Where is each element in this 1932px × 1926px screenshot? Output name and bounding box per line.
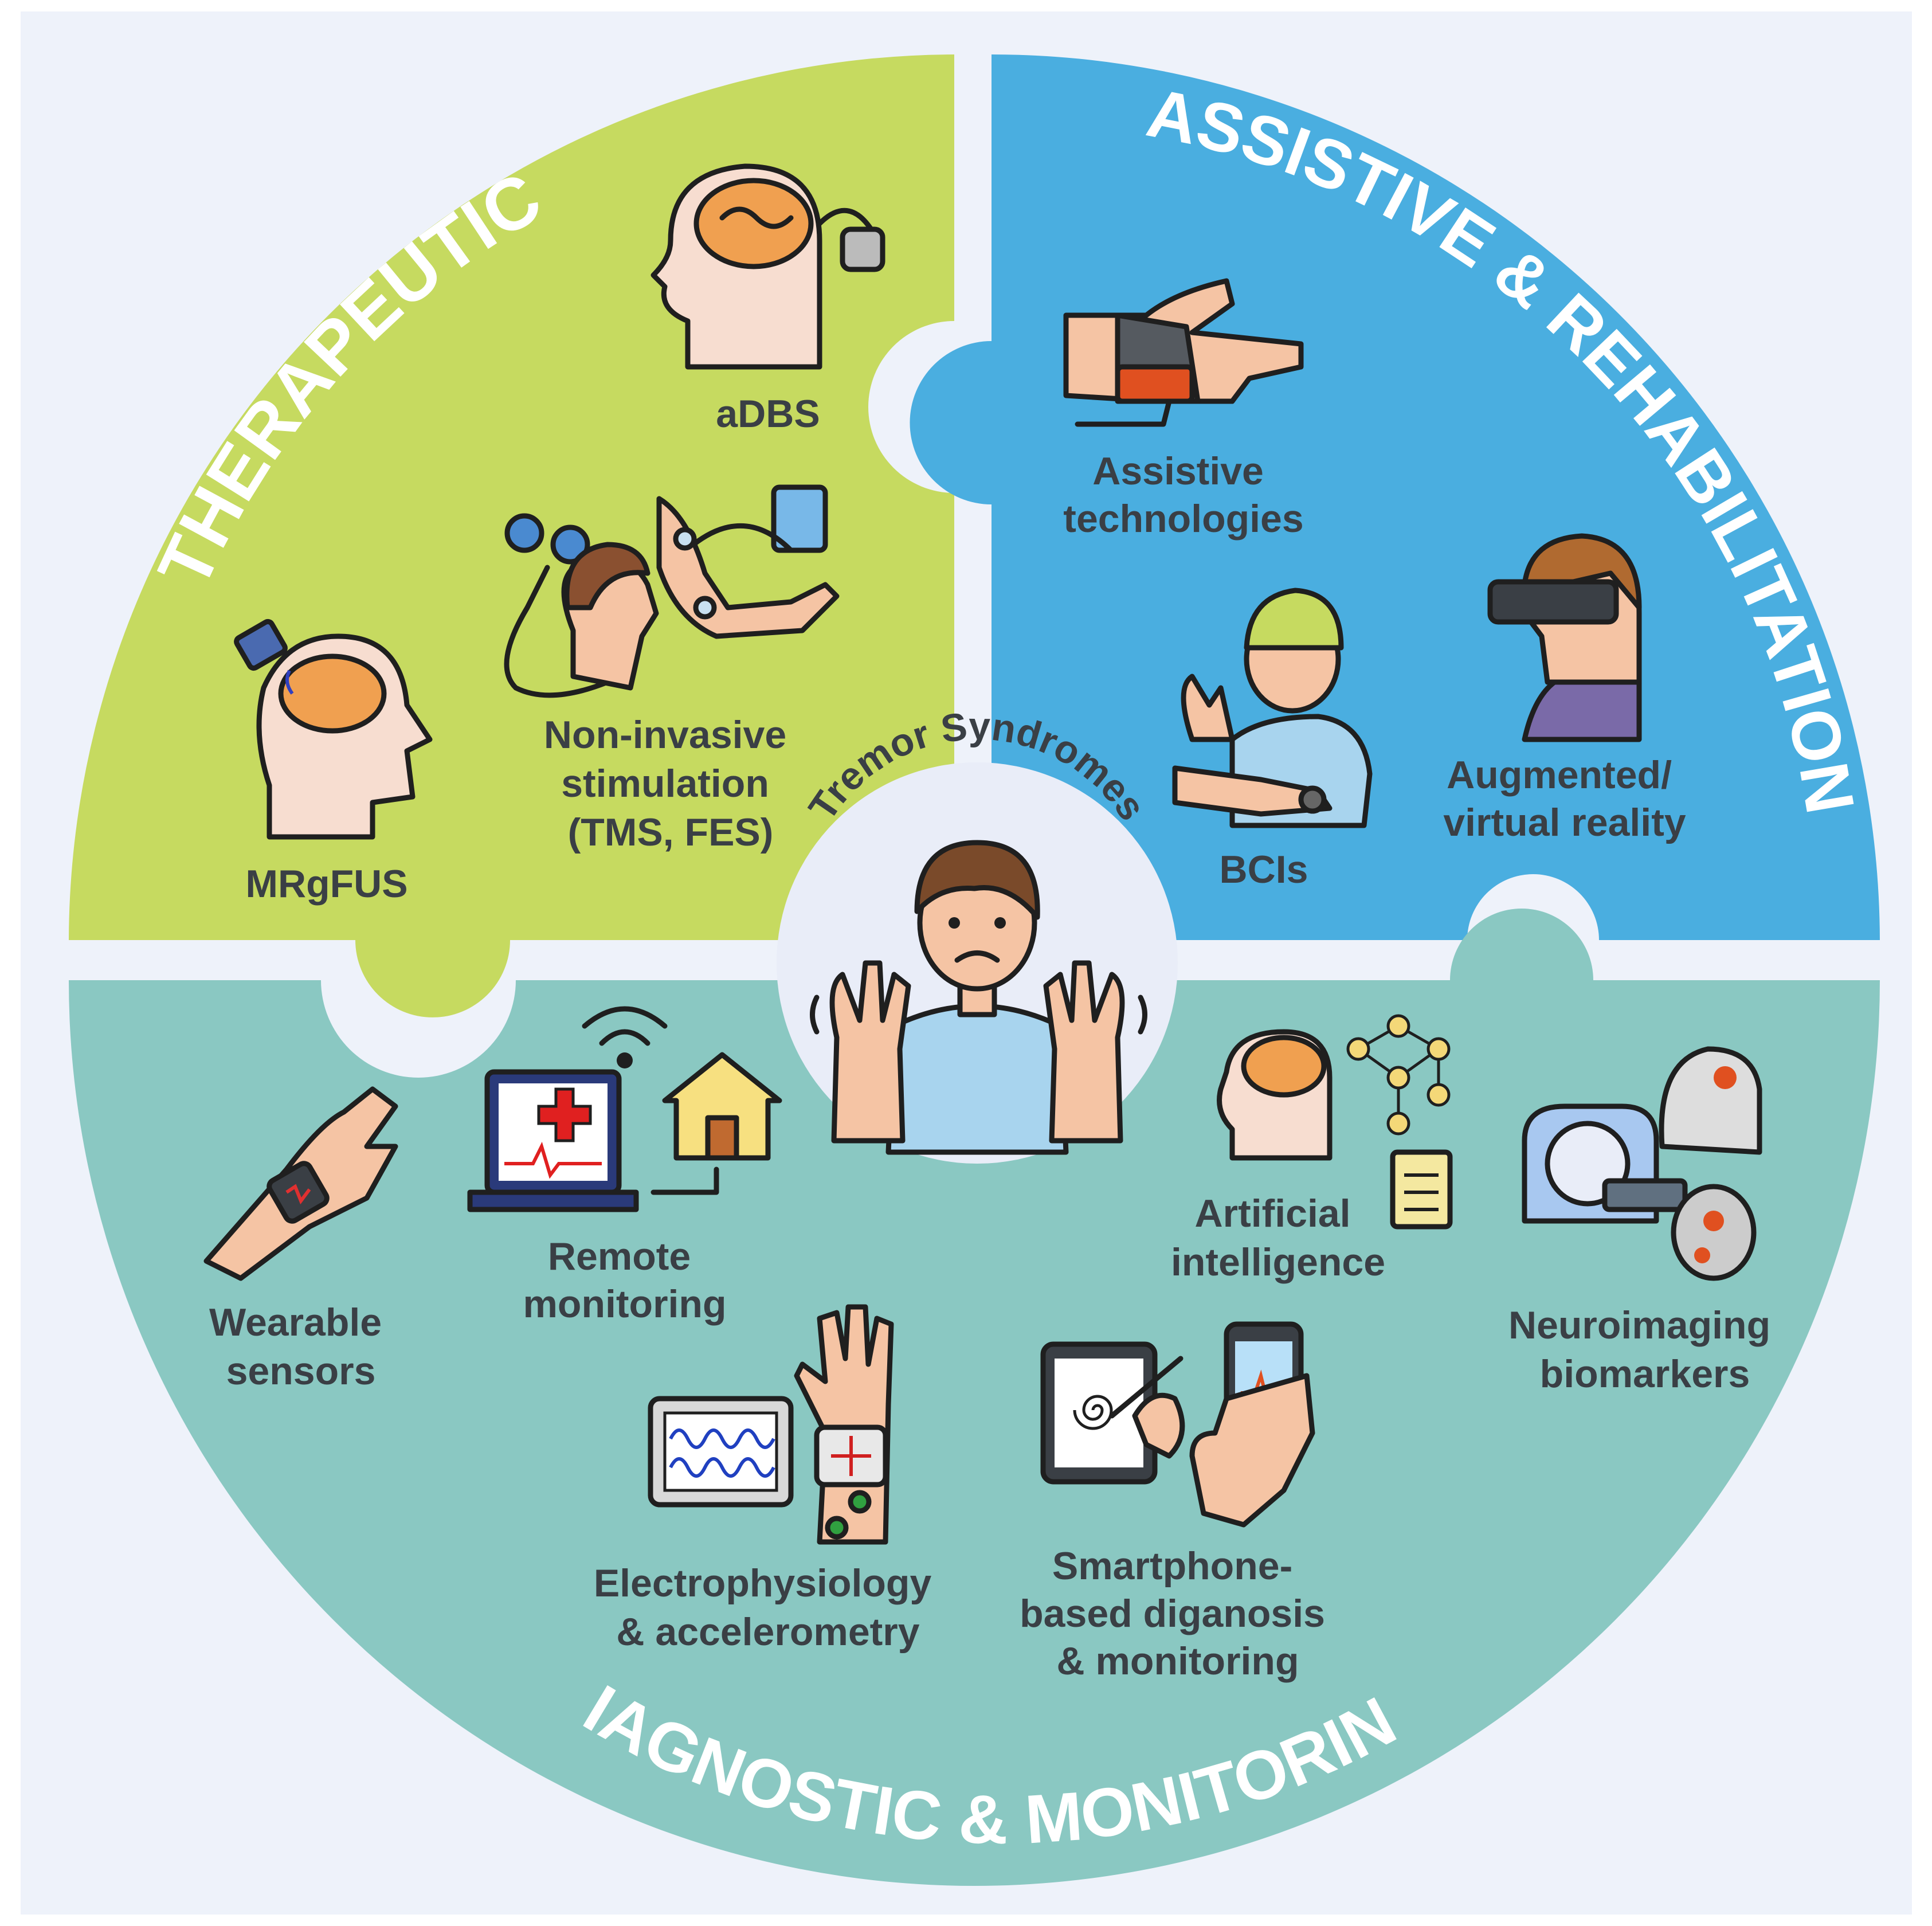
bcis-label: BCIs (1220, 848, 1308, 891)
assistive-tech-label: Assistive technologies (1063, 449, 1303, 541)
focused-ultrasound-head-icon (234, 618, 433, 840)
tms-head-icon (561, 542, 659, 691)
brain-implant-icon (650, 163, 885, 370)
accelerometer-hand-icon (794, 1304, 894, 1545)
ai-label: Artificial intelligence (1171, 1192, 1385, 1284)
electrode-arm-icon (656, 484, 840, 639)
noninvasive-label: Non-invasive stimulation (TMS, FES) (544, 713, 797, 854)
neuroimaging-label: Neuroimaging biomarkers (1508, 1303, 1781, 1396)
mri-scanner-icon (1522, 1046, 1762, 1281)
ai-network-icon (1217, 1014, 1453, 1230)
ar-vr-label: Augmented/ virtual reality (1443, 753, 1686, 844)
oscilloscope-icon (648, 1396, 794, 1508)
house-icon (662, 1052, 782, 1161)
eeg-cap-patient-icon (1172, 588, 1373, 828)
tms-coil-icon (504, 513, 610, 698)
smartphone-label: Smartphone- based diganosis & monitoring (1020, 1544, 1336, 1683)
vr-headset-icon (1487, 533, 1642, 742)
laptop-telemedicine-icon (467, 1006, 719, 1212)
wrist-orthosis-icon (1063, 278, 1304, 427)
wearable-label: Wearable sensors (209, 1301, 393, 1393)
smartphone-icon (1189, 1321, 1315, 1528)
remote-label: Remote monitoring (523, 1235, 726, 1326)
electrophys-label: Electrophysiology & accelerometry (594, 1561, 942, 1654)
smartwatch-icon (203, 1086, 398, 1281)
mrgfus-label: MRgFUS (245, 862, 407, 906)
adbs-label: aDBS (716, 392, 820, 436)
worried-person-icon (810, 840, 1147, 1155)
tablet-spiral-icon (1040, 1341, 1185, 1485)
